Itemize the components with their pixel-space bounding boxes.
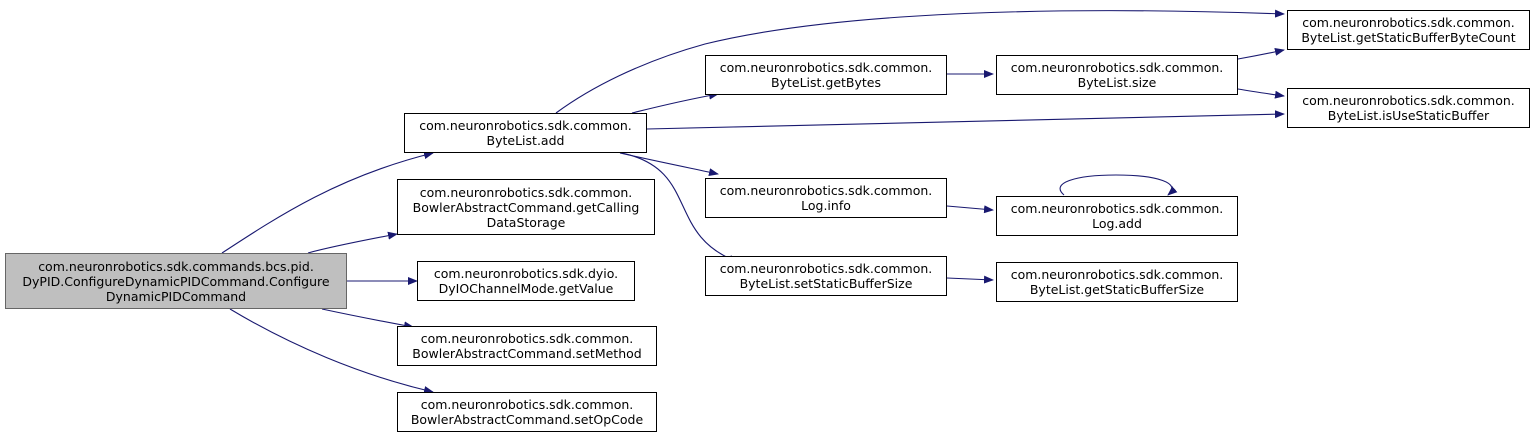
node-line: com.neuronrobotics.sdk.common. [1010, 267, 1224, 282]
node-line: Log.info [801, 198, 851, 213]
edge-root-to-set-method [321, 308, 414, 330]
node-line: DynamicPIDCommand [105, 288, 247, 304]
node-line: ByteList.setStaticBufferSize [739, 276, 913, 291]
node-line: ByteList.add [486, 133, 565, 148]
node-line: BowlerAbstractCommand.setMethod [412, 346, 642, 361]
node-line: DyIOChannelMode.getValue [438, 281, 614, 296]
node-line: Log.add [1092, 216, 1142, 231]
node-line: com.neuronrobotics.sdk.common. [719, 60, 933, 75]
node-line: DyPID.ConfigureDynamicPIDCommand.Configu… [22, 273, 330, 289]
node-line: ByteList.getStaticBufferSize [1029, 282, 1205, 297]
node-line: com.neuronrobotics.sdk.common. [420, 397, 634, 412]
edge-log-add-self-loop [1059, 174, 1178, 196]
node-log-info[interactable]: com.neuronrobotics.sdk.common. Log.info [705, 178, 947, 218]
edge-size-to-getstaticbufferbytecount [1237, 47, 1285, 60]
node-line: com.neuronrobotics.sdk.common. [1010, 60, 1224, 75]
node-line: BowlerAbstractCommand.getCalling [412, 199, 640, 215]
node-line: DataStorage [486, 214, 566, 230]
node-line: com.neuronrobotics.sdk.common. [719, 183, 933, 198]
edge-log-info-to-log-add [946, 205, 994, 214]
node-dyio-channelmode-getvalue[interactable]: com.neuronrobotics.sdk.dyio. DyIOChannel… [417, 261, 635, 301]
node-line: BowlerAbstractCommand.setOpCode [410, 412, 644, 427]
node-line: ByteList.size [1077, 75, 1157, 90]
node-bytelist-isusestaticbuffer[interactable]: com.neuronrobotics.sdk.common. ByteList.… [1287, 88, 1530, 128]
node-set-method[interactable]: com.neuronrobotics.sdk.common. BowlerAbs… [397, 326, 657, 366]
node-set-opcode[interactable]: com.neuronrobotics.sdk.common. BowlerAbs… [397, 392, 657, 432]
edge-root-to-bytelist-add [221, 151, 434, 254]
node-get-calling-datastorage[interactable]: com.neuronrobotics.sdk.common. BowlerAbs… [397, 179, 655, 235]
node-bytelist-getbytes[interactable]: com.neuronrobotics.sdk.common. ByteList.… [705, 55, 947, 95]
edge-size-to-isusestaticbuffer [1237, 88, 1285, 99]
node-line: com.neuronrobotics.sdk.commands.bcs.pid. [38, 258, 314, 274]
edge-add-to-getbytes [631, 91, 719, 114]
node-line: com.neuronrobotics.sdk.dyio. [433, 266, 619, 281]
node-line: com.neuronrobotics.sdk.common. [1010, 201, 1224, 216]
node-line: com.neuronrobotics.sdk.common. [419, 118, 632, 133]
node-line: com.neuronrobotics.sdk.common. [1302, 93, 1515, 108]
node-line: com.neuronrobotics.sdk.common. [419, 184, 633, 200]
node-bytelist-getstaticbufferbytecount[interactable]: com.neuronrobotics.sdk.common. ByteList.… [1287, 10, 1530, 50]
node-configure-dynamic-pid-command: com.neuronrobotics.sdk.commands.bcs.pid.… [5, 253, 347, 309]
node-bytelist-add[interactable]: com.neuronrobotics.sdk.common. ByteList.… [404, 113, 647, 153]
edge-root-to-get-calling-datastorage [307, 231, 398, 254]
edge-add-to-isusestaticbuffer [646, 110, 1285, 130]
edge-root-to-set-opcode [229, 308, 434, 394]
edge-setstaticbuffersize-to-getstaticbuffersize [946, 275, 994, 284]
edge-add-to-setstaticbuffersize [621, 152, 739, 263]
node-line: com.neuronrobotics.sdk.common. [420, 331, 634, 346]
node-log-add[interactable]: com.neuronrobotics.sdk.common. Log.add [996, 196, 1238, 236]
node-bytelist-size[interactable]: com.neuronrobotics.sdk.common. ByteList.… [996, 55, 1238, 95]
node-line: com.neuronrobotics.sdk.common. [719, 261, 933, 276]
edge-add-to-getstaticbufferbytecount [555, 9, 1285, 114]
node-line: ByteList.getBytes [771, 75, 881, 90]
node-line: com.neuronrobotics.sdk.common. [1302, 15, 1515, 30]
node-line: ByteList.isUseStaticBuffer [1327, 108, 1490, 123]
node-line: ByteList.getStaticBufferByteCount [1301, 30, 1516, 45]
node-bytelist-getstaticbuffersize[interactable]: com.neuronrobotics.sdk.common. ByteList.… [996, 262, 1238, 302]
node-bytelist-setstaticbuffersize[interactable]: com.neuronrobotics.sdk.common. ByteList.… [705, 256, 947, 296]
